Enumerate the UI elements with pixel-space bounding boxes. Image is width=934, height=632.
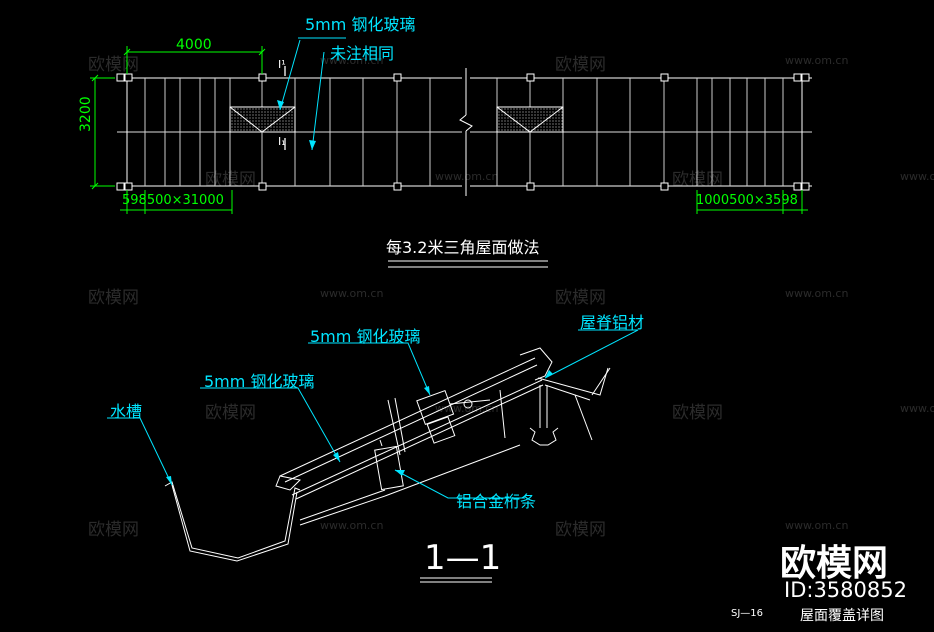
brand-logo-text: 欧模网 — [780, 543, 889, 584]
watermark: 欧模网 — [555, 520, 606, 540]
section-title-underline — [420, 577, 492, 583]
plan-dimensions — [90, 46, 808, 214]
watermark-url: www.om.cn — [785, 519, 849, 532]
section-mark-top: I¹ — [278, 58, 286, 71]
plan-leaders — [279, 37, 346, 151]
watermark: 欧模网 — [205, 403, 256, 423]
watermark-url: www.om.cn — [435, 170, 499, 183]
watermark: 欧模网 — [555, 55, 606, 75]
watermark: 欧模网 — [88, 55, 139, 75]
watermark-url: www.om.cn — [320, 54, 384, 67]
brand-id: ID:3580852 — [784, 578, 907, 602]
watermark: 欧模网 — [88, 288, 139, 308]
ridge-hatch — [229, 106, 564, 133]
section-leaders — [107, 329, 639, 499]
watermark: 欧模网 — [555, 288, 606, 308]
section-detail — [164, 347, 611, 562]
ridge-label: 屋脊铝材 — [580, 313, 645, 332]
gutter — [164, 481, 301, 559]
break-line — [459, 68, 473, 196]
watermark-url: www.om.cn — [785, 54, 849, 67]
roof-plan — [116, 68, 812, 196]
dimension-height: 3200 — [78, 96, 94, 132]
section-glass-label-upper: 5mm 钢化玻璃 — [310, 327, 421, 346]
watermark: 欧模网 — [672, 403, 723, 423]
dimension-right: 1000500×3598 — [696, 193, 798, 208]
section-title: 1—1 — [424, 538, 502, 578]
watermark-url: www.om.cn — [900, 170, 934, 183]
watermark: 欧模网 — [88, 520, 139, 540]
gutter-label: 水槽 — [110, 402, 143, 421]
sheet-number: SJ—16 — [731, 608, 764, 619]
sheet-title: 屋面覆盖详图 — [800, 608, 884, 624]
watermark-url: www.om.cn — [900, 402, 934, 415]
plan-same-label: 未注相同 — [330, 44, 395, 63]
dimension-top: 4000 — [176, 37, 212, 53]
plan-title: 每3.2米三角屋面做法 — [386, 238, 540, 257]
section-glass-label-lower: 5mm 钢化玻璃 — [204, 372, 315, 391]
column-posts — [116, 73, 810, 191]
dimension-left: 598500×31000 — [122, 193, 224, 208]
watermark-url: www.om.cn — [785, 287, 849, 300]
section-mark-bottom: I₁ — [278, 135, 286, 148]
plan-glass-label: 5mm 钢化玻璃 — [305, 15, 416, 34]
watermark-url: www.om.cn — [320, 519, 384, 532]
plan-title-underline — [388, 260, 548, 268]
watermark-url: www.om.cn — [320, 287, 384, 300]
purlin-label: 铝合金桁条 — [456, 492, 537, 511]
ridge-cap — [519, 347, 553, 381]
